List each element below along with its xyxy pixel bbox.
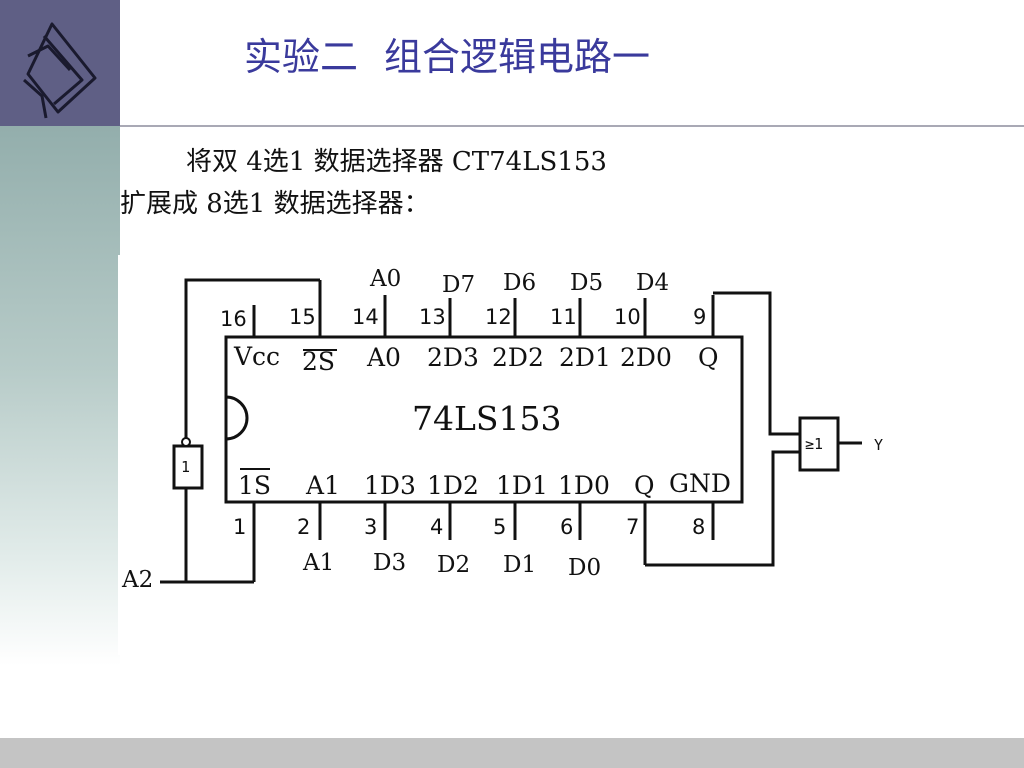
inverter-bubble [181,437,191,447]
pin-label: 2D2 [492,343,544,372]
pin-number: 6 [560,515,573,539]
logo-icon [23,22,97,119]
wire-q1-or [645,450,800,567]
pin-label: 2S [302,347,335,376]
signal-label: A1 [302,550,334,576]
strip-divider [118,255,122,655]
pin-number: 3 [364,515,377,539]
chip-name: 74LS153 [412,399,562,438]
pin-number: 14 [352,305,379,329]
signal-label: D0 [568,555,601,581]
top-pin-numbers: 16 15 14 13 12 11 10 9 [220,305,706,331]
pin-label: 1D0 [558,471,610,500]
pin-label: 1S [238,471,271,500]
signal-label: D2 [437,552,470,578]
pin-label: Q [698,343,719,372]
signal-label: D1 [503,552,536,578]
or-gate-label: ≥1 [805,435,823,453]
description-line2: 扩展成 8选1 数据选择器： [120,189,430,219]
top-pin-labels: Vcc 2S A0 2D3 2D2 2D1 2D0 Q [233,342,719,376]
signal-label: D7 [442,272,475,298]
signal-label: D3 [373,550,406,576]
description-line1: 将双 4选1 数据选择器 CT74LS153 [186,147,607,177]
pin-number: 13 [419,305,446,329]
pin-number: 10 [614,305,641,329]
pin-label: A0 [366,343,401,372]
pin-label: 1D2 [427,471,479,500]
pin-number: 5 [493,515,506,539]
wire-q2-or [713,291,800,436]
pin-number: 4 [430,515,443,539]
pin-label: 2D3 [427,343,479,372]
bottom-pin-labels: 1S A1 1D3 1D2 1D1 1D0 Q GND [238,469,731,500]
pin-label: Vcc [233,342,280,371]
pin-number: 16 [220,307,247,331]
pin-label: 1D1 [496,471,548,500]
or-gate [798,416,840,472]
page-title: 实验二组合逻辑电路一 [244,38,650,76]
signal-label: D6 [503,270,536,296]
header-divider [120,125,1024,127]
pin-label: 2D1 [559,343,611,372]
signal-label: D5 [570,270,603,296]
bottom-signals: A1 D3 D2 D1 D0 [302,550,601,581]
title-part1: 实验二 [244,35,359,79]
output-y-label: Y [874,436,883,454]
pin-number: 2 [297,515,310,539]
signal-label: A0 [369,266,401,292]
bottom-pin-numbers: 1 2 3 4 5 6 7 8 [233,515,705,539]
pin-label: Q [634,471,655,500]
top-pin-stubs [252,280,715,337]
signal-label: D4 [636,270,669,296]
pin-number: 15 [289,305,316,329]
wiring [160,278,862,584]
pin-number: 9 [693,305,706,329]
left-gradient-strip [0,126,120,666]
footer-bar [0,738,1024,768]
pin-number: 1 [233,515,246,539]
chip-notch [225,395,249,441]
inverter-label: 1 [181,458,190,476]
chip-body [224,335,744,504]
wire-2s-inverter [184,278,320,438]
title-part2: 组合逻辑电路一 [384,35,651,79]
logo-panel [0,0,120,126]
pin-number: 12 [485,305,512,329]
pin-label: 2D0 [620,343,672,372]
pin-number: 7 [626,515,639,539]
pin-label: A1 [305,471,340,500]
pin-label: GND [669,469,731,498]
pin-number: 11 [550,305,577,329]
pin-label: 1D3 [364,471,416,500]
pin-number: 8 [692,515,705,539]
bottom-pin-stubs [252,502,715,582]
top-signals: A0 D7 D6 D5 D4 [369,266,669,298]
input-a2-label: A2 [121,567,153,593]
